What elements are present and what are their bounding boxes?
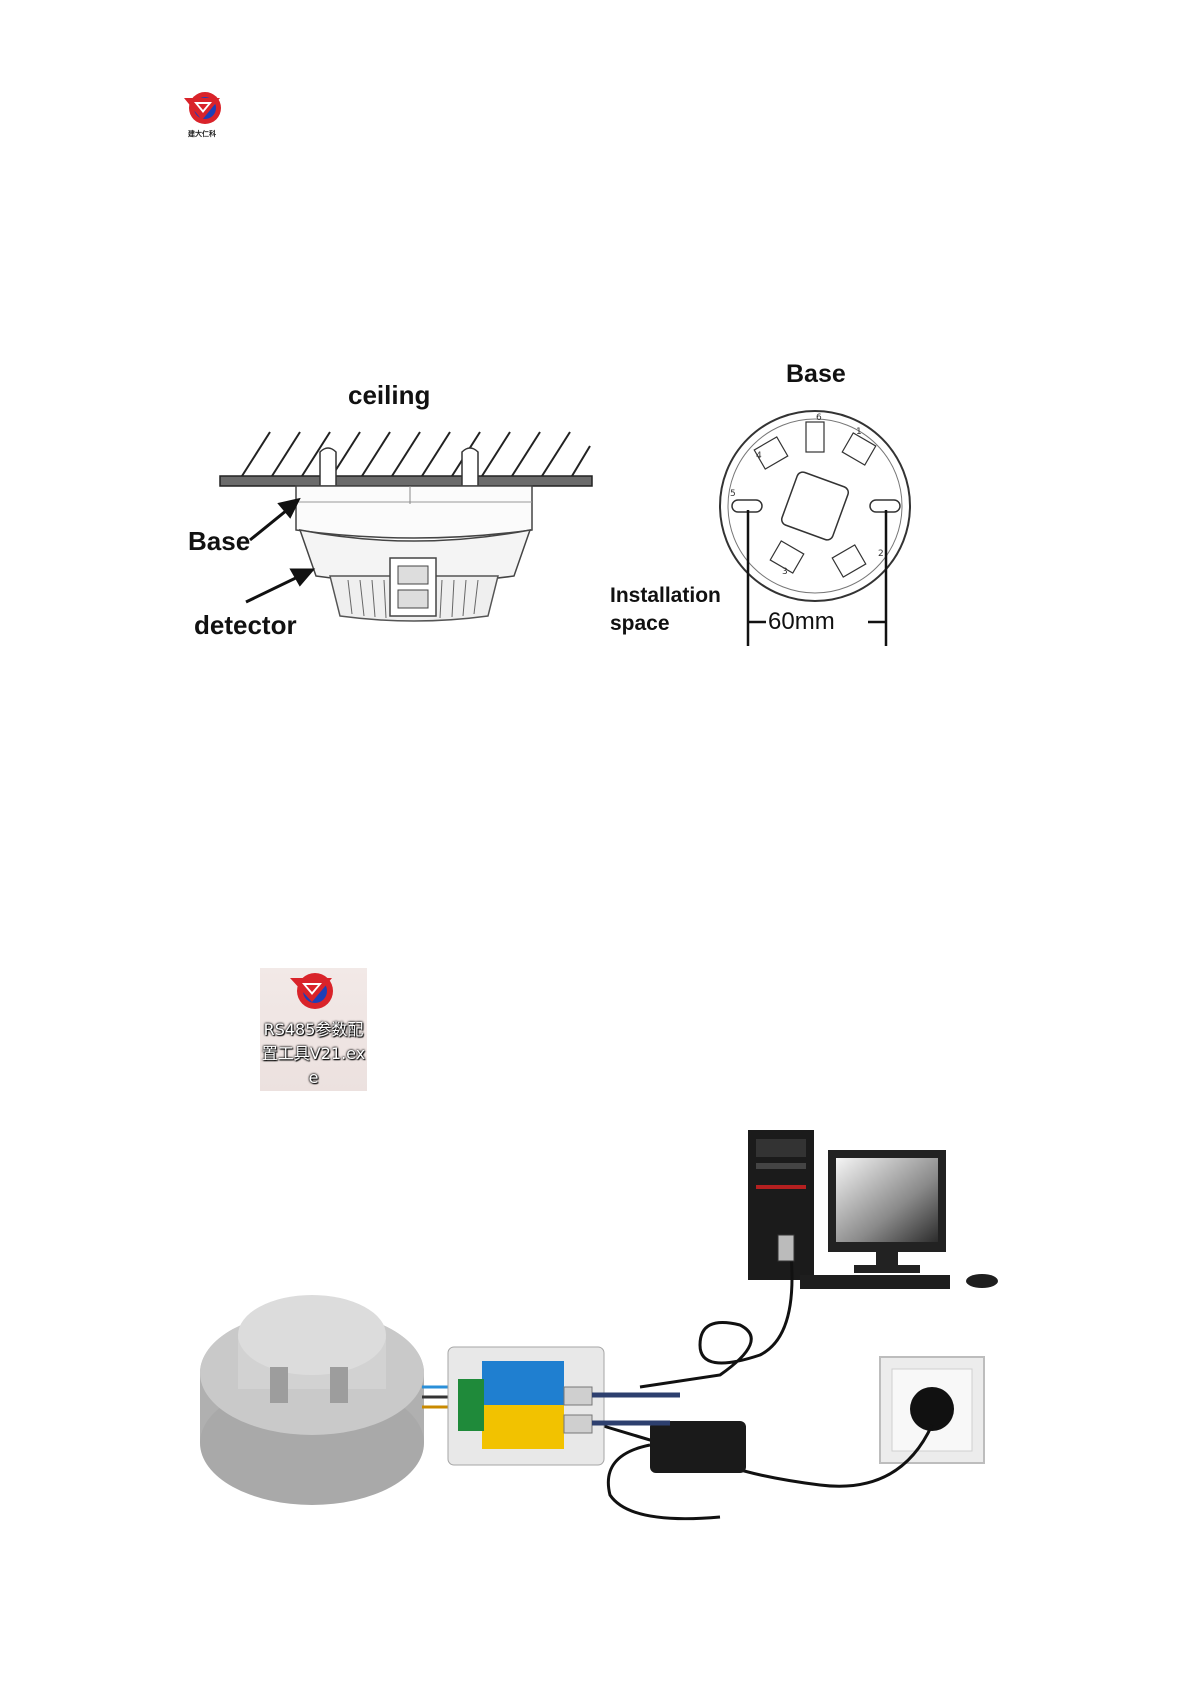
ceiling-label: ceiling xyxy=(348,380,430,411)
dimension-label: 60mm xyxy=(768,608,835,636)
installation-label-line2: space xyxy=(610,610,721,638)
base-title: Base xyxy=(786,360,846,389)
software-name: RS485参数配置工具V21.exe xyxy=(260,1018,367,1090)
power-adapter xyxy=(608,1421,746,1519)
terminal-number: 2 xyxy=(878,549,884,559)
rs485-usb-converter xyxy=(448,1347,604,1465)
software-shortcut[interactable]: RS485参数配置工具V21.exe xyxy=(260,968,367,1091)
base-diagram: 6 1 4 5 2 3 Base Installation space 60mm xyxy=(610,360,930,650)
logo-text: 建大仁科 xyxy=(188,129,216,139)
company-logo-icon xyxy=(180,88,228,128)
connection-photo xyxy=(200,1125,1020,1535)
terminal-number: 5 xyxy=(730,489,736,499)
header-logo: 建大仁科 xyxy=(180,88,228,140)
detector-label: detector xyxy=(194,610,297,641)
rs485-config-tool-icon xyxy=(260,968,367,1014)
terminal-number: 3 xyxy=(782,567,788,577)
installation-label-line1: Installation xyxy=(610,582,721,610)
terminal-number: 1 xyxy=(856,427,862,437)
installation-label: Installation space xyxy=(610,582,721,638)
wall-socket xyxy=(880,1357,984,1463)
base-label: Base xyxy=(188,526,250,557)
smoke-detector xyxy=(200,1295,424,1505)
terminal-number: 6 xyxy=(816,413,822,423)
terminal-number: 4 xyxy=(756,451,762,461)
desktop-computer xyxy=(748,1130,998,1289)
installation-diagram: ceiling Base detector xyxy=(180,380,600,650)
